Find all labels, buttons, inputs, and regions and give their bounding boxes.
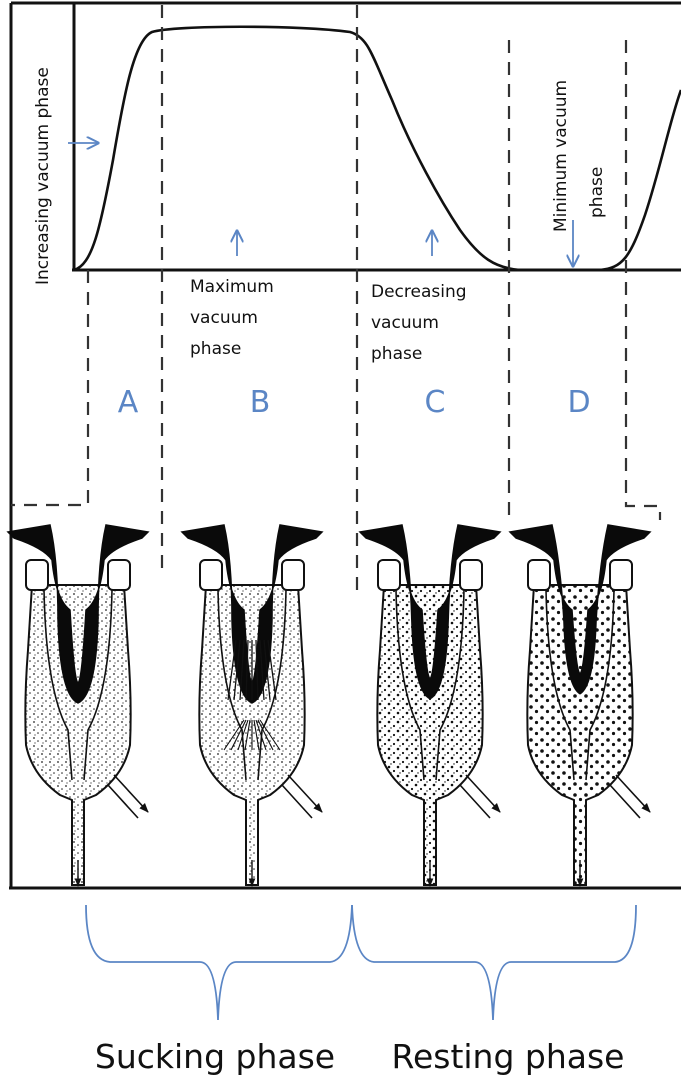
svg-text:vacuum: vacuum (371, 313, 439, 333)
phase-letter-b: B (250, 385, 271, 420)
svg-text:Minimum vacuum: Minimum vacuum (551, 80, 571, 232)
minimum-vacuum-label: Minimum vacuum phase (551, 80, 607, 232)
decreasing-vacuum-label: Decreasing vacuum phase (371, 282, 467, 364)
teat-cup-b (182, 525, 322, 886)
svg-text:Decreasing: Decreasing (371, 282, 467, 302)
phase-indicator-arrows (68, 143, 573, 266)
svg-text:phase: phase (587, 167, 607, 218)
svg-text:Maximum: Maximum (190, 277, 274, 297)
increasing-vacuum-label: Increasing vacuum phase (33, 67, 53, 285)
phase-letter-d: D (567, 385, 590, 420)
svg-text:phase: phase (371, 344, 422, 364)
vacuum-graph-axes (72, 3, 681, 270)
phase-letter-a: A (118, 385, 139, 420)
sucking-phase-brace (86, 905, 352, 1020)
maximum-vacuum-label: Maximum vacuum phase (190, 277, 274, 359)
svg-text:vacuum: vacuum (190, 308, 258, 328)
teat-cup-d (510, 525, 650, 886)
phase-letter-c: C (425, 385, 446, 420)
vacuum-curve (74, 27, 681, 270)
teat-cup-a (8, 525, 148, 886)
sucking-phase-label: Sucking phase (95, 1037, 335, 1076)
teat-cup-c (360, 525, 500, 886)
svg-text:phase: phase (190, 339, 241, 359)
resting-phase-label: Resting phase (392, 1037, 625, 1076)
resting-phase-brace (352, 905, 636, 1020)
